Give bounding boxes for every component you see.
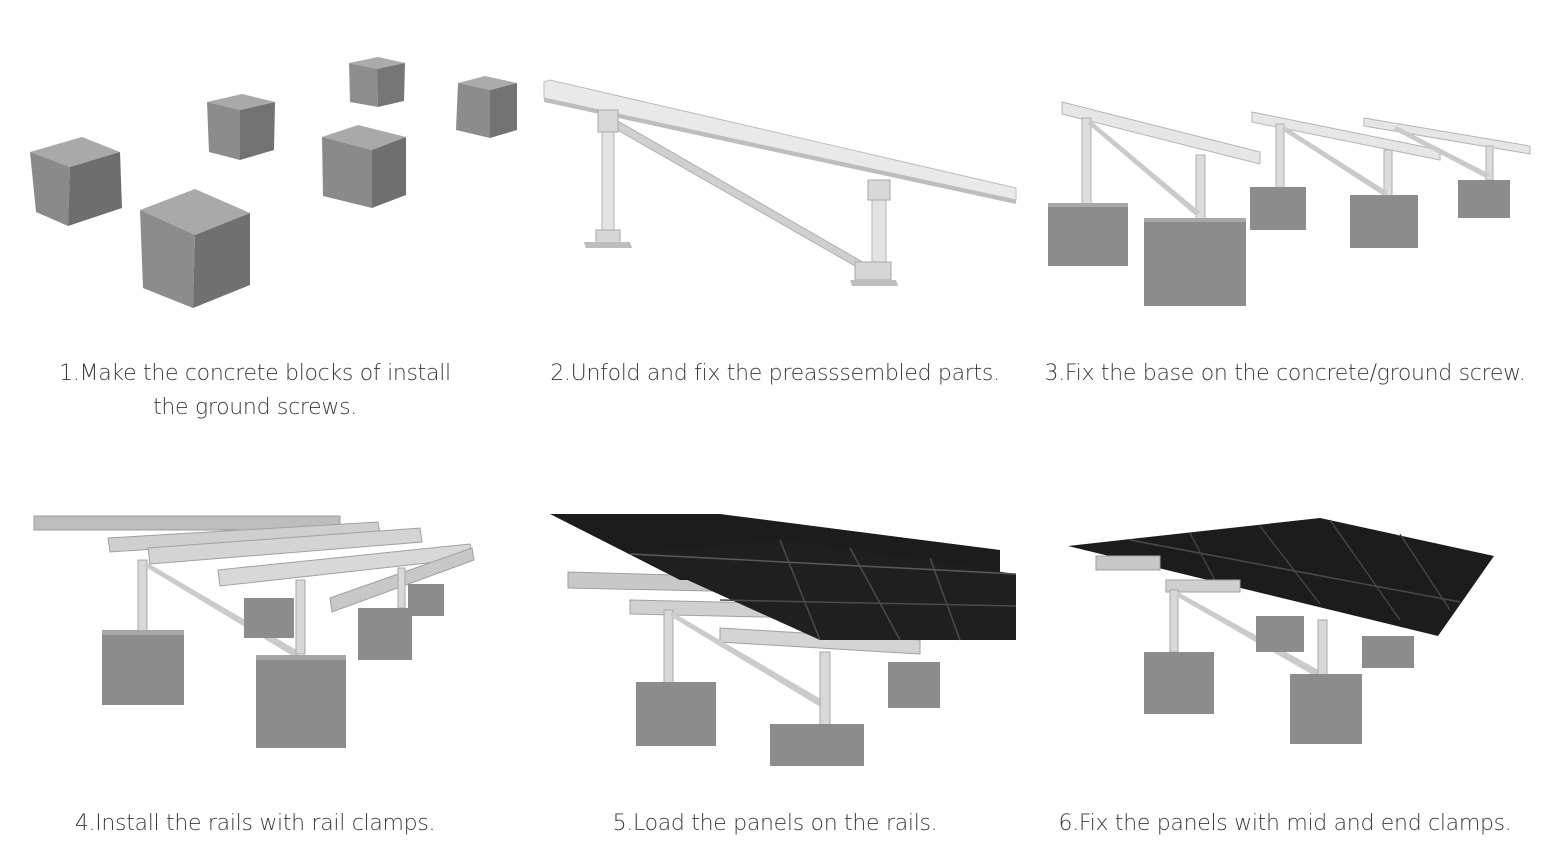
step-4-caption: 4.Install the rails with rail clamps. <box>74 811 436 836</box>
concrete-block <box>30 137 122 226</box>
step-2-caption: 2.Unfold and fix the preasssembled parts… <box>550 361 1000 386</box>
solar-panels <box>550 514 1017 641</box>
concrete-block <box>349 57 405 107</box>
step-1: 1.Make the concrete blocks of install th… <box>0 0 520 430</box>
step-3-caption: 3.Fix the base on the concrete/ground sc… <box>1044 361 1526 386</box>
concrete-block <box>1250 187 1306 230</box>
concrete-block <box>1256 616 1304 652</box>
step-4: 4.Install the rails with rail clamps. <box>0 430 520 849</box>
step-2: 2.Unfold and fix the preasssembled parts… <box>520 0 1040 430</box>
solar-panels <box>1068 518 1494 636</box>
step-2-illustration <box>543 79 1017 286</box>
step-6-caption: 6.Fix the panels with mid and end clamps… <box>1058 811 1512 836</box>
concrete-block <box>244 598 294 638</box>
concrete-block <box>1048 203 1128 266</box>
concrete-block <box>1290 674 1362 744</box>
concrete-block <box>770 724 864 766</box>
concrete-block <box>207 94 275 160</box>
step-6-illustration <box>1068 518 1494 744</box>
step-6: 6.Fix the panels with mid and end clamps… <box>1040 430 1550 849</box>
mounting-frame <box>1251 111 1441 199</box>
concrete-block <box>256 655 346 748</box>
concrete-block <box>636 682 716 746</box>
step-1-caption: 1.Make the concrete blocks of install th… <box>59 361 451 420</box>
concrete-block <box>408 584 444 616</box>
concrete-block <box>888 662 940 708</box>
step-3: 3.Fix the base on the concrete/ground sc… <box>1040 0 1550 430</box>
concrete-block <box>102 630 184 705</box>
concrete-block <box>322 125 406 208</box>
concrete-block <box>358 608 412 660</box>
concrete-block <box>140 189 250 308</box>
mounting-frame <box>1363 117 1531 181</box>
step-1-illustration <box>30 57 517 308</box>
concrete-block <box>456 76 517 138</box>
concrete-block <box>1144 652 1214 714</box>
step-5: 5.Load the panels on the rails. <box>520 430 1040 849</box>
concrete-block <box>1350 195 1418 248</box>
step-4-illustration <box>33 515 475 748</box>
mounting-frame <box>543 79 1017 286</box>
concrete-block <box>1458 180 1510 218</box>
step-5-caption: 5.Load the panels on the rails. <box>612 811 938 836</box>
step-5-illustration <box>550 514 1017 766</box>
step-3-illustration <box>1048 101 1531 306</box>
rails <box>1095 555 1241 593</box>
concrete-block <box>1362 636 1414 668</box>
concrete-block <box>1144 218 1246 306</box>
